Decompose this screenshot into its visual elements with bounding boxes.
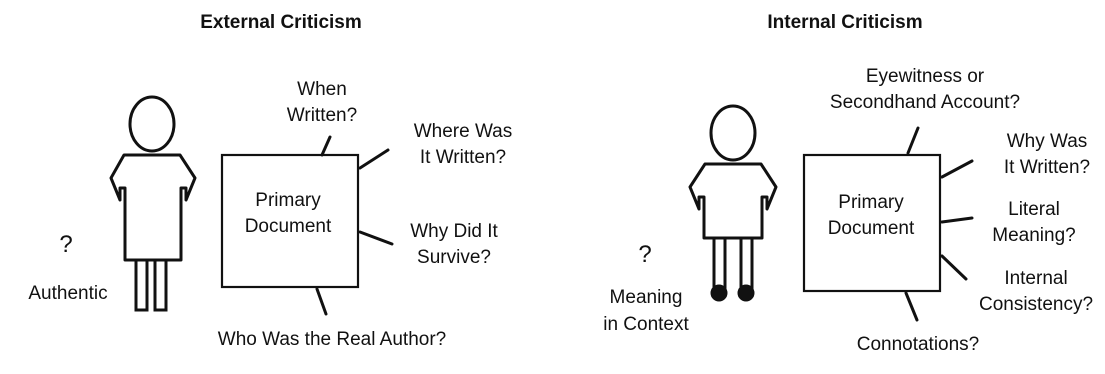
authentic-label: Authentic	[28, 283, 107, 304]
internal-criticism-title: Internal Criticism	[767, 12, 922, 33]
question-literal-line2: Meaning?	[992, 225, 1075, 246]
question-when-line1: When	[297, 79, 347, 100]
question-consistency-line2: Consistency?	[979, 294, 1093, 315]
question-consistency-line1: Internal	[1004, 268, 1067, 289]
figure-left-leg	[134, 258, 149, 312]
connector-where	[358, 148, 390, 170]
figure-right-foot	[737, 284, 755, 302]
connector-consistency	[940, 254, 968, 281]
document-label-line1: Primary	[838, 192, 904, 213]
external-criticism-title: External Criticism	[200, 12, 362, 33]
connector-why-written	[940, 159, 974, 179]
primary-document-box-internal: Primary Document	[802, 153, 942, 293]
connector-eyewitness	[906, 126, 920, 155]
question-why-written-line1: Why Was	[1007, 131, 1088, 152]
document-rect	[220, 153, 360, 289]
question-real-author: Who Was the Real Author?	[218, 329, 446, 350]
question-eyewitness-line2: Secondhand Account?	[830, 92, 1020, 113]
figure-body	[109, 153, 197, 262]
question-eyewitness-line1: Eyewitness or	[866, 66, 985, 87]
figure-left-leg	[712, 236, 727, 290]
meaning-context-line1: Meaning	[610, 287, 683, 308]
question-survive-line2: Survive?	[417, 247, 491, 268]
figure-right-leg	[739, 236, 754, 290]
connector-when	[320, 135, 332, 157]
question-where-line2: It Written?	[420, 147, 506, 168]
person-figure-external	[109, 95, 197, 312]
internal-criticism-panel: Internal Criticism ? Meaning in Context …	[603, 12, 1093, 355]
meaning-context-line2: in Context	[603, 314, 689, 335]
figure-head	[128, 95, 176, 153]
figure-body	[688, 162, 778, 240]
connector-author	[315, 287, 328, 316]
question-where-line1: Where Was	[414, 121, 513, 142]
question-survive-line1: Why Did It	[410, 221, 498, 242]
document-label-line2: Document	[828, 218, 915, 239]
primary-document-box-external: Primary Document	[220, 153, 360, 289]
document-rect	[802, 153, 942, 293]
connector-why-survive	[358, 230, 394, 246]
external-criticism-panel: External Criticism ? Authentic Primary D…	[28, 12, 512, 350]
question-literal-line1: Literal	[1008, 199, 1060, 220]
question-mark-external: ?	[59, 231, 72, 258]
document-label-line2: Document	[245, 216, 332, 237]
figure-left-foot	[710, 284, 728, 302]
document-label-line1: Primary	[255, 190, 321, 211]
question-mark-internal: ?	[638, 241, 651, 268]
connector-literal	[940, 216, 974, 224]
question-when-line2: Written?	[287, 105, 357, 126]
figure-head	[709, 104, 757, 162]
person-figure-internal	[688, 104, 778, 302]
figure-right-leg	[153, 258, 168, 312]
connector-connotations	[904, 291, 919, 322]
question-connotations: Connotations?	[857, 334, 980, 355]
question-why-written-line2: It Written?	[1004, 157, 1090, 178]
